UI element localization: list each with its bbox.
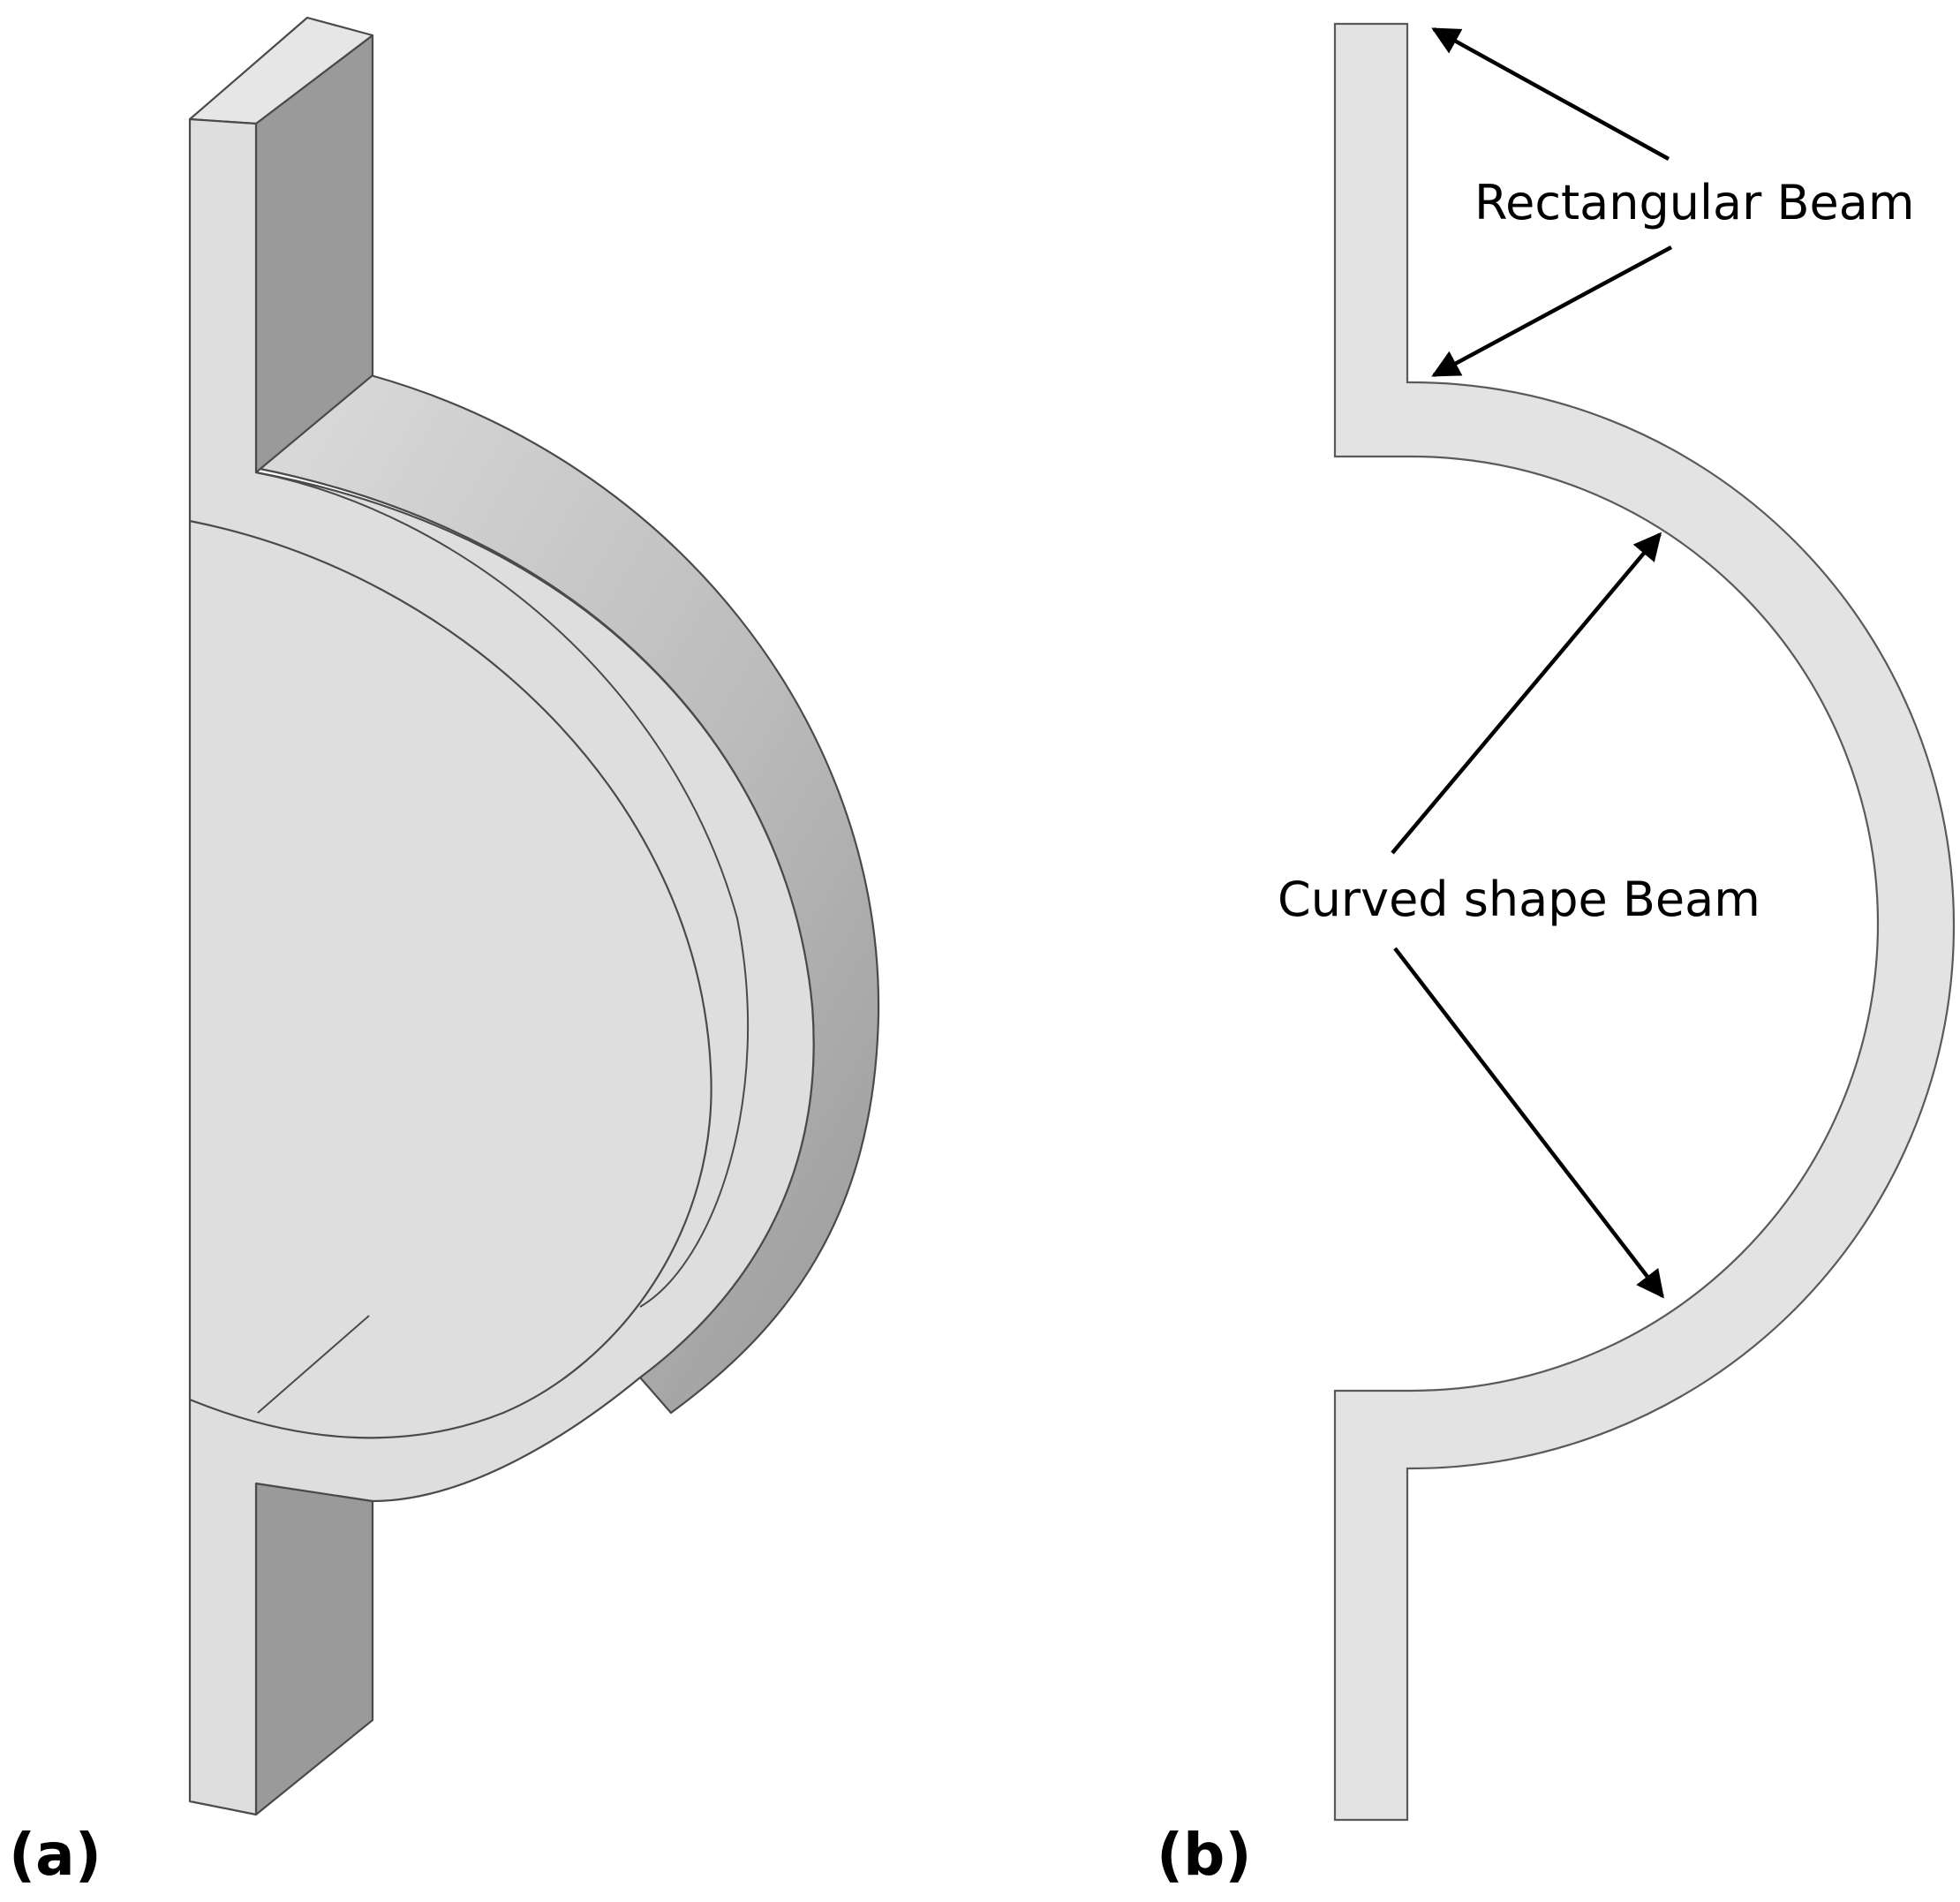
- bottom-ring-edge-line: [257, 1315, 370, 1414]
- panel-b-2d-beam: Rectangular Beam Curved shape Beam (b): [1157, 22, 1956, 1889]
- arrow-curved-top: [1391, 532, 1662, 855]
- arrow-curved-bottom: [1393, 947, 1664, 1299]
- bottom-arm-side-face: [254, 1482, 374, 1816]
- rectangular-beam-label: Rectangular Beam: [1474, 175, 1914, 230]
- beam-front-face: [188, 117, 815, 1816]
- arrow-rect-top: [1431, 27, 1670, 161]
- panel-a-3d-beam: (a): [9, 16, 880, 1889]
- panel-b-label: (b): [1157, 1821, 1252, 1889]
- inner-arc-edge: [255, 472, 750, 1308]
- arrow-rect-bottom: [1431, 245, 1673, 377]
- beam-profile-shape: [1333, 22, 1956, 1822]
- curved-beam-label: Curved shape Beam: [1278, 872, 1760, 927]
- panel-a-label: (a): [9, 1821, 102, 1889]
